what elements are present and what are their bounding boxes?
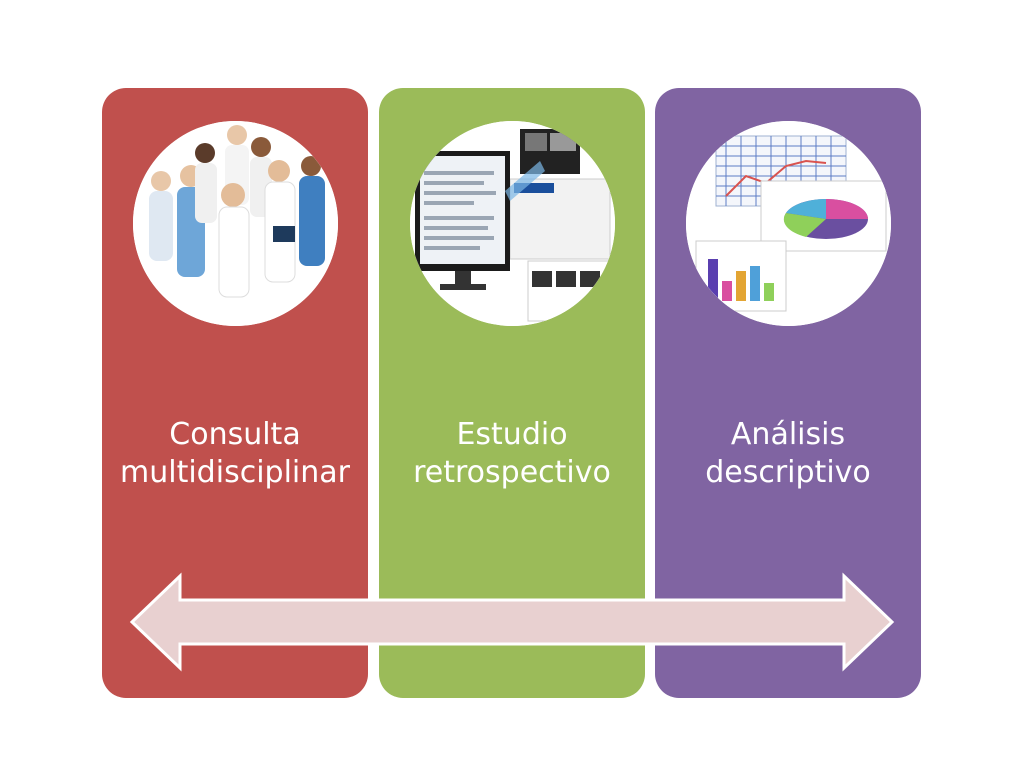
label-estudio-line2: retrospectivo — [379, 454, 645, 492]
medical-team-photo — [133, 121, 338, 326]
label-consulta: Consulta multidisciplinar — [102, 416, 368, 492]
label-estudio: Estudio retrospectivo — [379, 416, 645, 492]
label-analisis-line2: descriptivo — [655, 454, 921, 492]
label-consulta-line1: Consulta — [102, 416, 368, 454]
label-consulta-line2: multidisciplinar — [102, 454, 368, 492]
label-analisis: Análisis descriptivo — [655, 416, 921, 492]
panel-consulta: Consulta multidisciplinar — [102, 88, 368, 698]
label-analisis-line1: Análisis — [655, 416, 921, 454]
medical-records-monitor — [410, 121, 615, 326]
panel-analisis: Análisis descriptivo — [655, 88, 921, 698]
label-estudio-line1: Estudio — [379, 416, 645, 454]
panel-estudio: Estudio retrospectivo — [379, 88, 645, 698]
charts-graphs — [686, 121, 891, 326]
